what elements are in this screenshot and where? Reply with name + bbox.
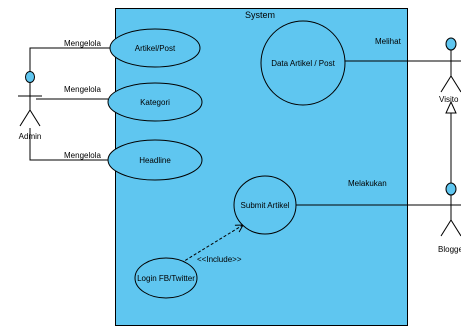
actor-admin[interactable]	[18, 71, 42, 127]
use-case-login-label: Login FB/Twitter	[137, 274, 195, 283]
use-case-submit-artikel[interactable]: Submit Artikel	[233, 175, 297, 235]
actor-blogger[interactable]	[439, 182, 461, 237]
blogger-head	[445, 182, 457, 196]
use-case-submit-artikel-label: Submit Artikel	[241, 201, 290, 210]
system-title: System	[245, 10, 275, 20]
use-case-artikel-post[interactable]: Artikel/Post	[109, 28, 201, 68]
use-case-login[interactable]: Login FB/Twitter	[134, 257, 198, 299]
use-case-data-artikel-label: Data Artikel / Post	[271, 59, 335, 68]
use-case-kategori[interactable]: Kategori	[107, 82, 203, 122]
blogger-submit-label: Melakukan	[348, 179, 387, 188]
admin-head	[25, 71, 35, 83]
actor-visitor[interactable]	[439, 37, 461, 93]
include-dependency	[180, 224, 244, 264]
association-lines	[29, 47, 452, 206]
use-case-headline-label: Headline	[139, 156, 171, 165]
use-case-headline[interactable]: Headline	[107, 139, 203, 181]
actor-visitor-label: Visito	[439, 95, 459, 104]
use-case-data-artikel[interactable]: Data Artikel / Post	[260, 20, 346, 106]
use-case-kategori-label: Kategori	[140, 98, 170, 107]
admin-artikel-label: Mengelola	[64, 39, 101, 48]
admin-kategori-label: Mengelola	[64, 85, 101, 94]
admin-headline-label: Mengelola	[64, 151, 101, 160]
use-case-artikel-post-label: Artikel/Post	[135, 44, 176, 53]
include-label: <<Include>>	[197, 255, 242, 264]
actor-blogger-label: Blogge	[438, 245, 461, 254]
visitor-head	[445, 37, 457, 51]
admin-artikel-line	[29, 47, 110, 74]
actor-admin-label: Admin	[19, 132, 42, 141]
generalization-arrowhead	[445, 100, 457, 114]
admin-headline-line	[29, 128, 108, 161]
visitor-data-label: Melihat	[375, 37, 402, 46]
